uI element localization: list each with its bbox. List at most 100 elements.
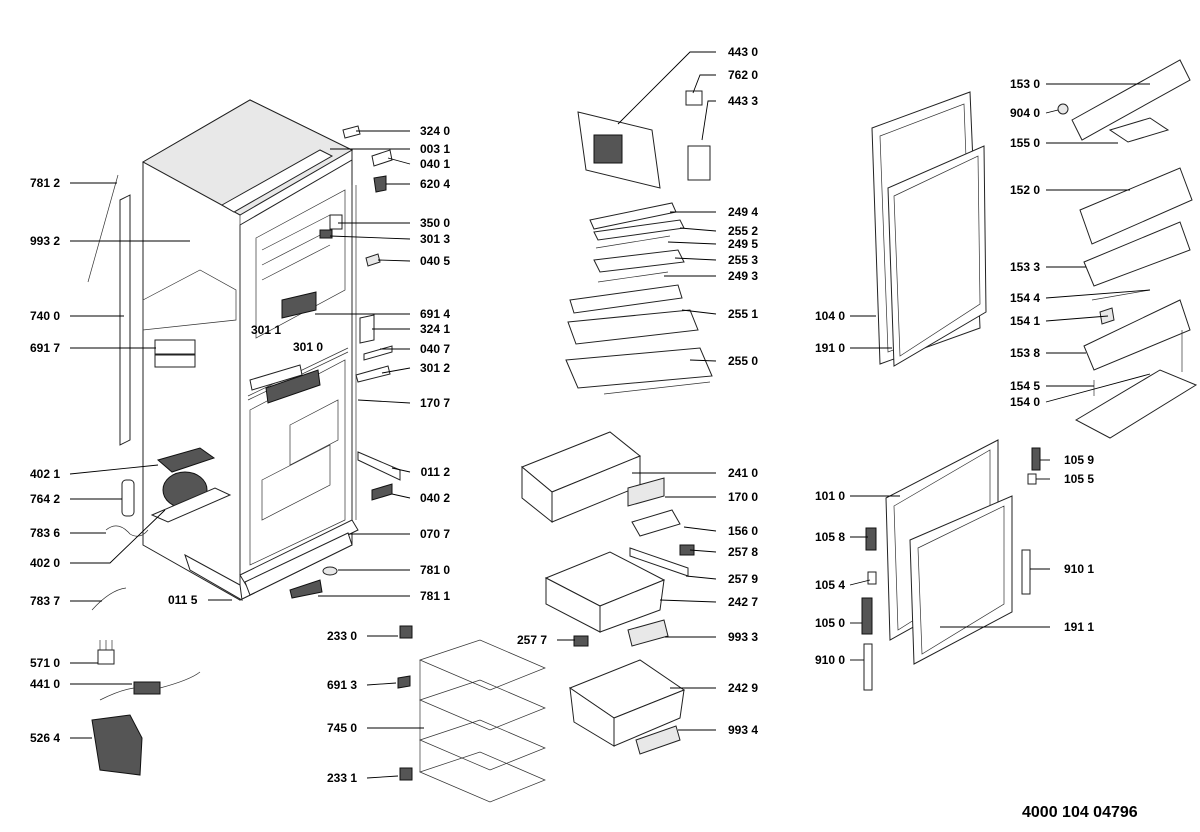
callout-label: 040 2: [420, 491, 450, 505]
leader-lines: [69, 51, 1151, 779]
callout-label: 156 0: [728, 524, 758, 538]
callout-label: 783 7: [30, 594, 60, 608]
callout-label: 402 0: [30, 556, 60, 570]
leader-line: [689, 359, 717, 362]
callout-label: 040 1: [420, 157, 450, 171]
callout-label: 301 1: [251, 323, 281, 337]
callout-label: 233 1: [327, 771, 357, 785]
leader-line: [387, 157, 411, 165]
callout-label: 526 4: [30, 731, 60, 745]
callout-label: 402 1: [30, 467, 60, 481]
callout-label: 691 3: [327, 678, 357, 692]
callout-label: 571 0: [30, 656, 60, 670]
callout-label: 301 3: [420, 232, 450, 246]
leader-line: [69, 464, 159, 475]
callout-label: 324 0: [420, 124, 450, 138]
leader-line: [679, 227, 717, 232]
callout-label: 255 3: [728, 253, 758, 267]
callout-label: 011 5: [168, 593, 198, 607]
leader-line: [1045, 109, 1059, 114]
callout-label: 153 3: [1010, 260, 1040, 274]
leader-line: [391, 493, 411, 499]
leader-line: [667, 241, 717, 245]
callout-label: 781 0: [420, 563, 450, 577]
leader-line: [329, 235, 411, 240]
leader-line: [366, 682, 397, 686]
callout-label: 241 0: [728, 466, 758, 480]
callout-label: 249 5: [728, 237, 758, 251]
callout-label: 104 0: [815, 309, 845, 323]
callout-label: 324 1: [420, 322, 450, 336]
callout-label: 003 1: [420, 142, 450, 156]
leader-line: [681, 309, 717, 315]
callout-label: 781 1: [420, 589, 450, 603]
callout-label: 255 2: [728, 224, 758, 238]
leader-line: [683, 526, 717, 532]
leader-line: [391, 467, 411, 473]
callout-label: 170 0: [728, 490, 758, 504]
leader-line: [689, 549, 717, 553]
callout-label: 620 4: [420, 177, 450, 191]
leader-line: [357, 399, 411, 404]
callout-label: 155 0: [1010, 136, 1040, 150]
callout-label: 443 3: [728, 94, 758, 108]
callout-label: 255 1: [728, 307, 758, 321]
callout-label: 105 4: [815, 578, 845, 592]
leader-line: [659, 599, 717, 603]
callout-label: 257 9: [728, 572, 758, 586]
callout-label: 441 0: [30, 677, 60, 691]
callout-label: 691 7: [30, 341, 60, 355]
callout-label: 691 4: [420, 307, 450, 321]
callout-label: 040 5: [420, 254, 450, 268]
document-number: 4000 104 04796: [1022, 804, 1138, 821]
callout-label: 910 0: [815, 653, 845, 667]
callout-label: 443 0: [728, 45, 758, 59]
callout-label: 170 7: [420, 396, 450, 410]
callout-label: 242 9: [728, 681, 758, 695]
leader-line: [1045, 315, 1109, 322]
callout-label: 257 8: [728, 545, 758, 559]
callout-label: 910 1: [1064, 562, 1094, 576]
callout-label: 105 9: [1064, 453, 1094, 467]
callout-label: 011 2: [421, 465, 451, 479]
callout-label: 154 5: [1010, 379, 1040, 393]
callout-label: 191 0: [815, 341, 845, 355]
leader-line: [849, 579, 871, 586]
callout-label: 070 7: [420, 527, 450, 541]
callout-label: 993 4: [728, 723, 758, 737]
callout-label: 154 0: [1010, 395, 1040, 409]
callout-label: 152 0: [1010, 183, 1040, 197]
callout-label: 781 2: [30, 176, 60, 190]
callout-label: 993 2: [30, 234, 60, 248]
cabinet-assembly: [87, 99, 546, 803]
callout-label: 257 7: [517, 633, 547, 647]
callout-label: 904 0: [1010, 106, 1040, 120]
leader-line: [617, 51, 716, 125]
leader-line: [1045, 289, 1151, 299]
callout-label: 040 7: [420, 342, 450, 356]
callout-label: 993 3: [728, 630, 758, 644]
callout-label: 233 0: [327, 629, 357, 643]
leader-line: [366, 775, 399, 779]
freezer-parts: [521, 90, 713, 755]
wire-shelves: [419, 639, 546, 803]
callout-label: 350 0: [420, 216, 450, 230]
callout-label: 764 2: [30, 492, 60, 506]
callout-label: 249 3: [728, 269, 758, 283]
leader-line: [381, 367, 411, 374]
callout-label: 762 0: [728, 68, 758, 82]
callout-label: 255 0: [728, 354, 758, 368]
leader-line: [377, 259, 411, 262]
callout-label: 105 8: [815, 530, 845, 544]
leader-line: [701, 100, 716, 141]
callout-label: 191 1: [1064, 620, 1094, 634]
leader-line: [1045, 373, 1151, 403]
callout-label: 745 0: [327, 721, 357, 735]
leader-line: [70, 509, 166, 564]
callout-label: 783 6: [30, 526, 60, 540]
leader-line: [692, 74, 716, 94]
callout-label: 154 4: [1010, 291, 1040, 305]
callout-label: 740 0: [30, 309, 60, 323]
